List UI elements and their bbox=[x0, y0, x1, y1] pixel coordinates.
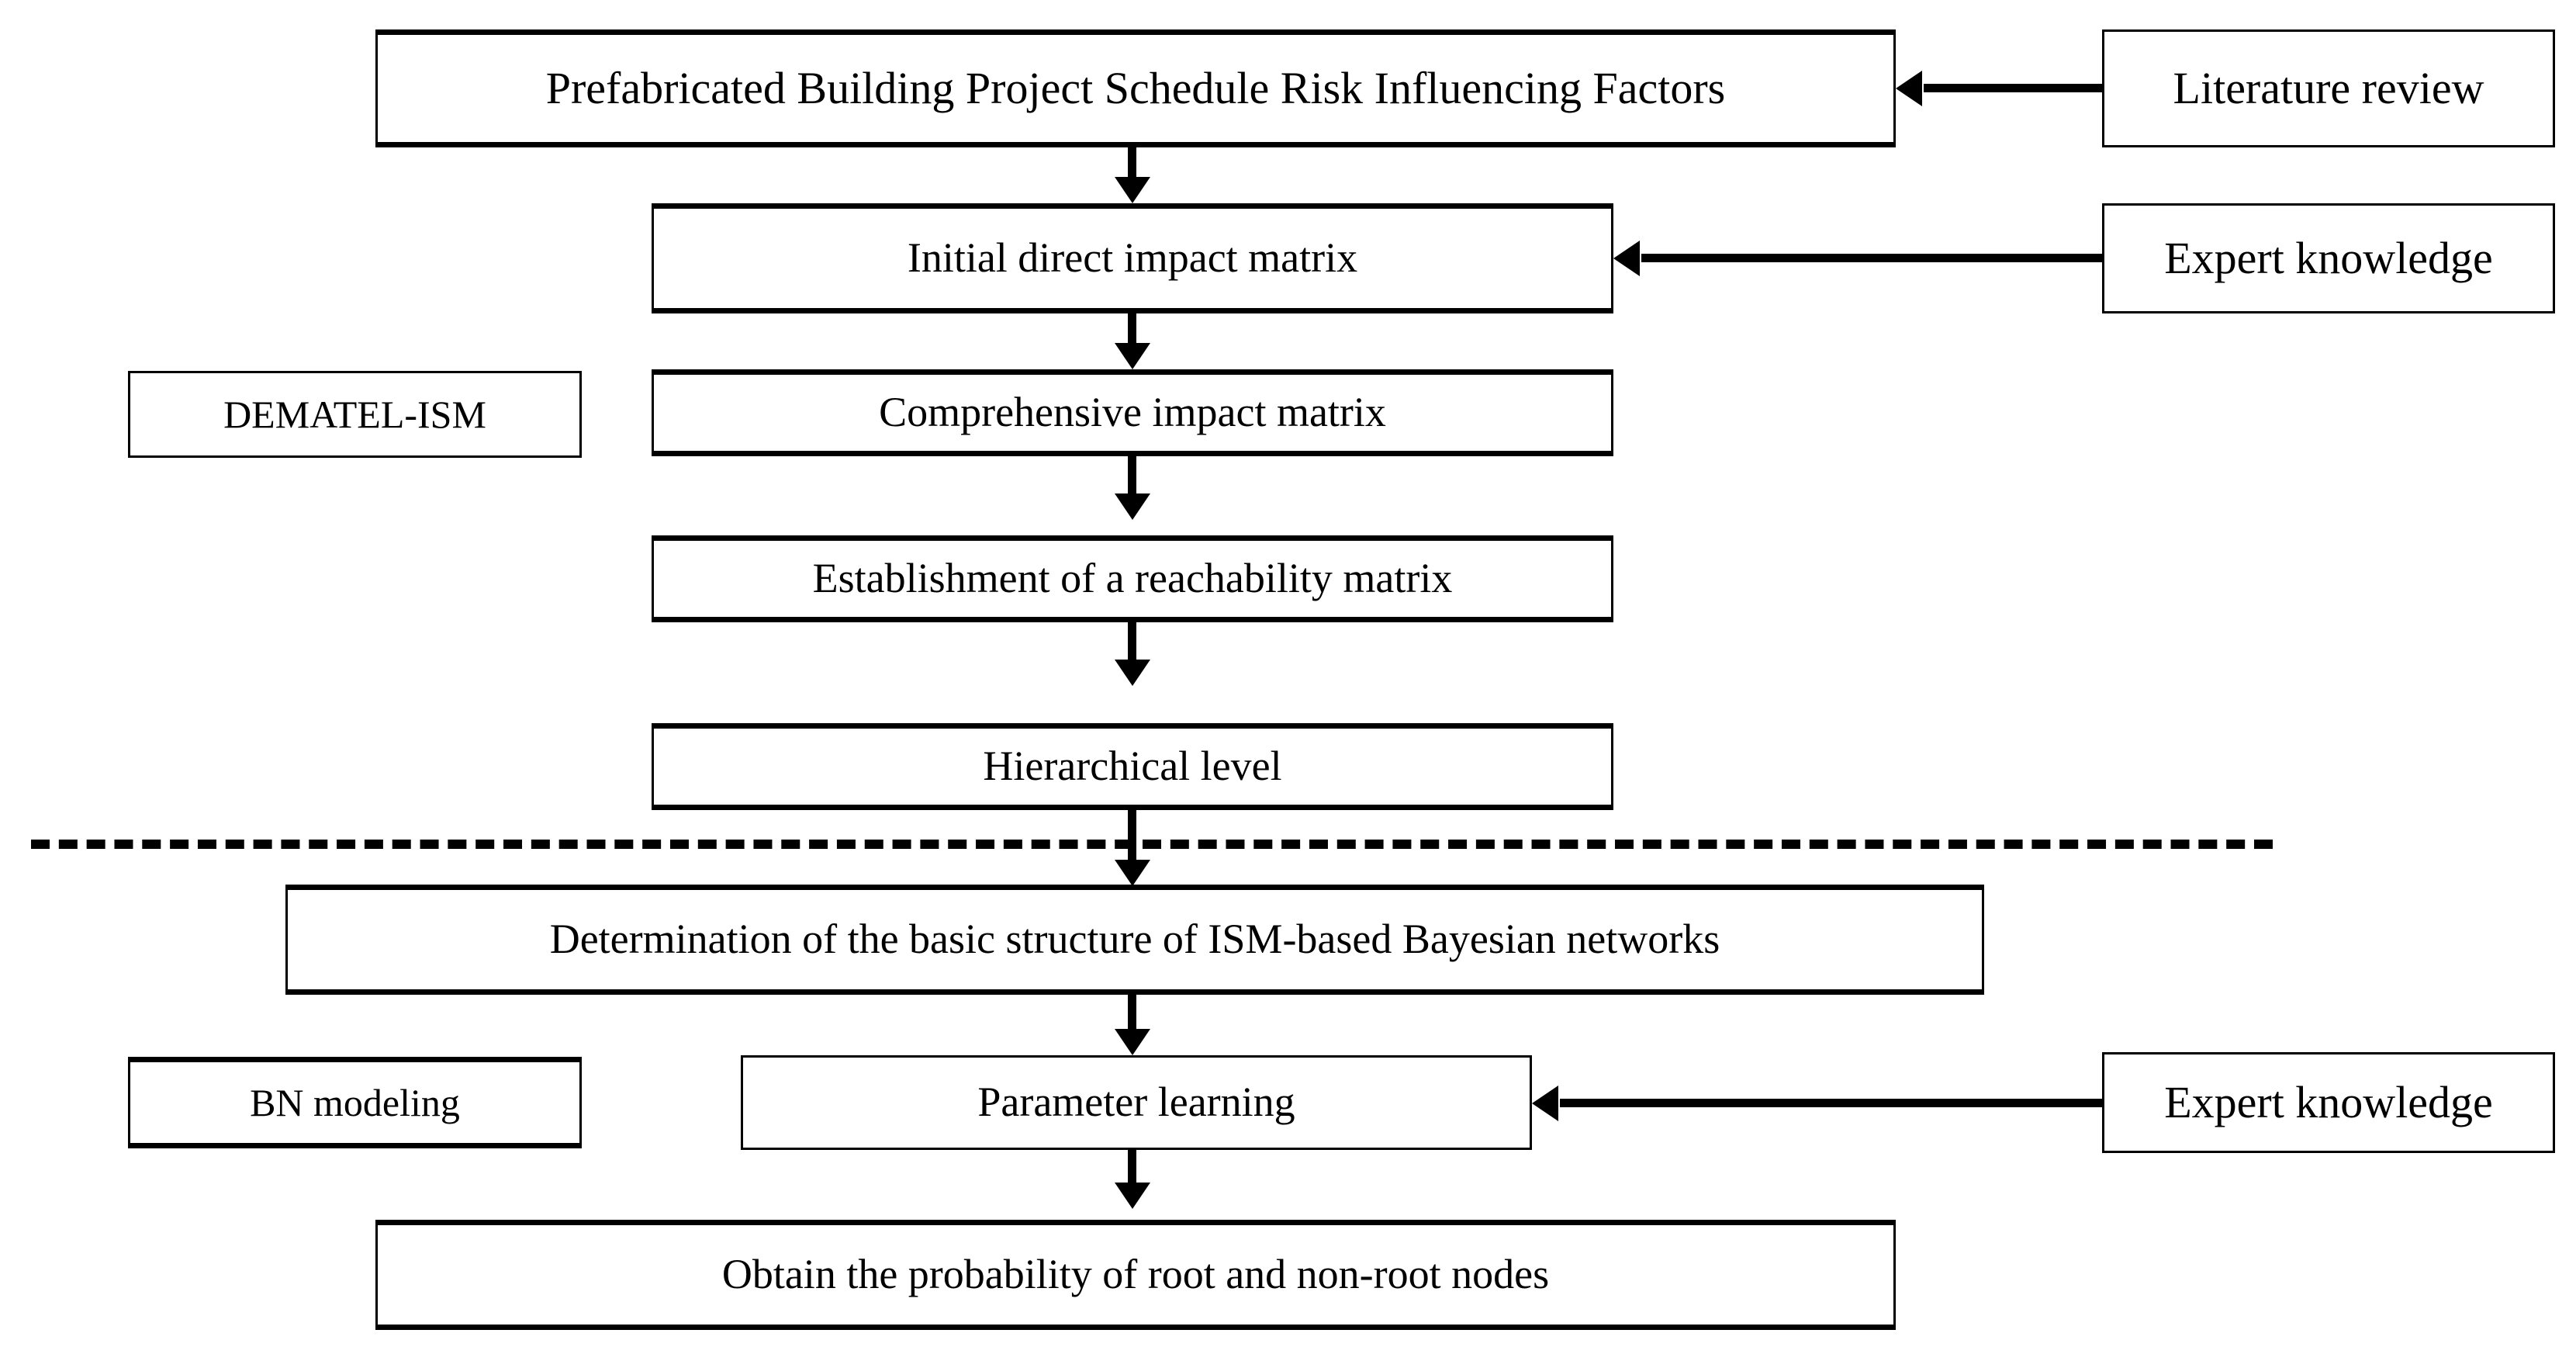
node-parameter-learning[interactable]: Parameter learning bbox=[741, 1055, 1532, 1150]
edge-literature-to-risk-line bbox=[1924, 84, 2104, 92]
edge-reachability-to-hierarchical-arrowhead bbox=[1115, 660, 1150, 686]
edge-expert-to-parameter-line bbox=[1560, 1099, 2104, 1107]
section-label-dematel-ism-text: DEMATEL-ISM bbox=[223, 392, 486, 436]
node-risk-factors[interactable]: Prefabricated Building Project Schedule … bbox=[375, 29, 1896, 147]
edge-bn-to-parameter-arrowhead bbox=[1115, 1029, 1150, 1055]
edge-initial-to-comprehensive-line bbox=[1128, 313, 1136, 354]
node-expert-knowledge-top[interactable]: Expert knowledge bbox=[2102, 203, 2555, 313]
edge-comprehensive-to-reachability-line bbox=[1128, 456, 1136, 504]
node-expert-knowledge-top-label: Expert knowledge bbox=[2164, 233, 2493, 284]
node-comprehensive-matrix[interactable]: Comprehensive impact matrix bbox=[652, 369, 1613, 456]
edge-hierarchical-to-bn-arrowhead bbox=[1115, 860, 1150, 886]
edge-expert-to-initial-arrowhead bbox=[1613, 241, 1640, 276]
node-expert-knowledge-bottom[interactable]: Expert knowledge bbox=[2102, 1052, 2555, 1153]
node-hierarchical-level-label: Hierarchical level bbox=[983, 743, 1282, 790]
node-hierarchical-level[interactable]: Hierarchical level bbox=[652, 723, 1613, 810]
node-expert-knowledge-bottom-label: Expert knowledge bbox=[2164, 1077, 2493, 1128]
node-root-probability-label: Obtain the probability of root and non-r… bbox=[721, 1251, 1550, 1298]
node-risk-factors-label: Prefabricated Building Project Schedule … bbox=[545, 63, 1726, 114]
node-literature-review-label: Literature review bbox=[2173, 63, 2484, 114]
node-literature-review[interactable]: Literature review bbox=[2102, 29, 2555, 147]
node-parameter-learning-label: Parameter learning bbox=[977, 1079, 1295, 1126]
edge-literature-to-risk-arrowhead bbox=[1896, 71, 1922, 106]
edge-bn-to-parameter-line bbox=[1128, 995, 1136, 1040]
node-initial-matrix-label: Initial direct impact matrix bbox=[907, 234, 1358, 282]
section-label-bn-modeling-text: BN modeling bbox=[250, 1080, 460, 1124]
node-root-probability[interactable]: Obtain the probability of root and non-r… bbox=[375, 1220, 1896, 1330]
section-divider bbox=[31, 840, 2273, 849]
edge-risk-to-initial-arrowhead bbox=[1115, 177, 1150, 203]
section-label-bn-modeling: BN modeling bbox=[128, 1057, 582, 1148]
node-reachability-matrix-label: Establishment of a reachability matrix bbox=[812, 555, 1453, 602]
edge-parameter-to-root-arrowhead bbox=[1115, 1183, 1150, 1209]
edge-comprehensive-to-reachability-arrowhead bbox=[1115, 493, 1150, 520]
node-initial-matrix[interactable]: Initial direct impact matrix bbox=[652, 203, 1613, 313]
edge-reachability-to-hierarchical-line bbox=[1128, 622, 1136, 670]
node-reachability-matrix[interactable]: Establishment of a reachability matrix bbox=[652, 535, 1613, 622]
edge-expert-to-parameter-arrowhead bbox=[1532, 1086, 1558, 1121]
edge-parameter-to-root-line bbox=[1128, 1150, 1136, 1193]
edge-initial-to-comprehensive-arrowhead bbox=[1115, 343, 1150, 369]
edge-risk-to-initial-line bbox=[1128, 147, 1136, 188]
edge-expert-to-initial-line bbox=[1641, 254, 2104, 262]
node-bn-structure[interactable]: Determination of the basic structure of … bbox=[285, 885, 1984, 995]
node-comprehensive-matrix-label: Comprehensive impact matrix bbox=[879, 389, 1386, 436]
node-bn-structure-label: Determination of the basic structure of … bbox=[549, 916, 1720, 963]
section-label-dematel-ism: DEMATEL-ISM bbox=[128, 371, 582, 458]
